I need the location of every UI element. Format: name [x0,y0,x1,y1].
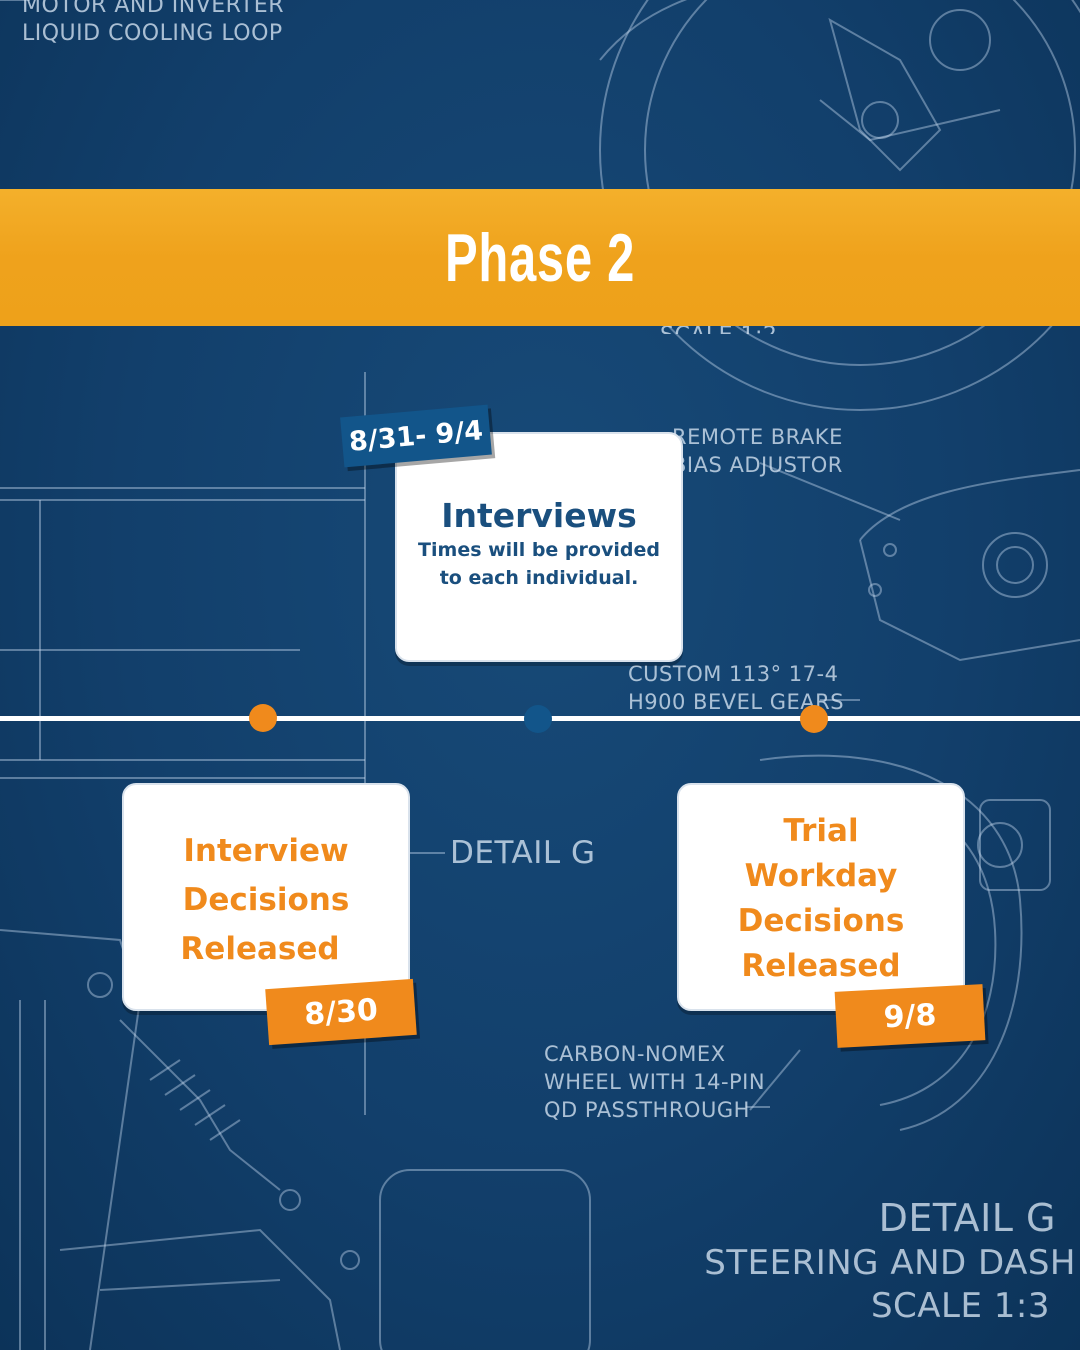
date-tag-9-8: 9/8 [834,984,986,1048]
blueprint-label-wheel-line2: WHEEL WITH 14-PIN [544,1070,766,1094]
event-title-line: Trial [783,813,859,849]
date-tag-8-30: 8/30 [265,978,417,1046]
timeline-dot-interviews [524,705,552,733]
event-title-line: Released [741,948,901,984]
event-card-interview-decisions: Interview Decisions Released [122,783,410,1011]
blueprint-label-motor-line1: MOTOR AND INVERTER [22,0,284,18]
date-tag-interviews-text: 8/31- 9/4 [347,414,485,458]
blueprint-label-wheel-line1: CARBON-NOMEX [544,1042,726,1066]
date-tag-8-30-text: 8/30 [303,991,379,1033]
blueprint-label-gears-line1: CUSTOM 113° 17-4 [628,662,839,686]
date-tag-9-8-text: 9/8 [882,997,938,1035]
event-title-line: Decisions [182,882,350,918]
event-description-line1: Times will be provided [418,539,660,561]
event-card-interviews: Interviews Times will be provided to eac… [395,432,683,662]
event-title-line: Interview [183,833,349,869]
event-title-line: Released [180,931,340,967]
event-title-interviews: Interviews [441,496,637,535]
timeline-dot-8-30 [249,704,277,732]
event-title-line: Decisions [737,903,905,939]
phase-banner: Phase 2 [0,189,1080,326]
blueprint-label-brake-line2: BIAS ADJUSTOR [672,453,843,477]
event-description-line2: to each individual. [439,567,639,589]
blueprint-label-wheel-line3: QD PASSTHROUGH [544,1098,750,1122]
blueprint-detail-title: DETAIL G [878,1196,1056,1240]
timeline-dot-9-8 [800,705,828,733]
blueprint-label-motor-line2: LIQUID COOLING LOOP [22,21,283,46]
blueprint-label-detail-g: DETAIL G [450,835,596,871]
blueprint-label-brake-line1: REMOTE BRAKE [672,425,843,449]
blueprint-detail-subtitle: STEERING AND DASH [704,1243,1076,1283]
event-title-line: Workday [744,858,898,894]
blueprint-label-scale-partial: SCALE 1:2 [660,322,777,334]
phase-title: Phase 2 [444,219,636,296]
blueprint-detail-scale: SCALE 1:3 [870,1286,1050,1326]
event-card-trial-workday-decisions: Trial Workday Decisions Released [677,783,965,1011]
